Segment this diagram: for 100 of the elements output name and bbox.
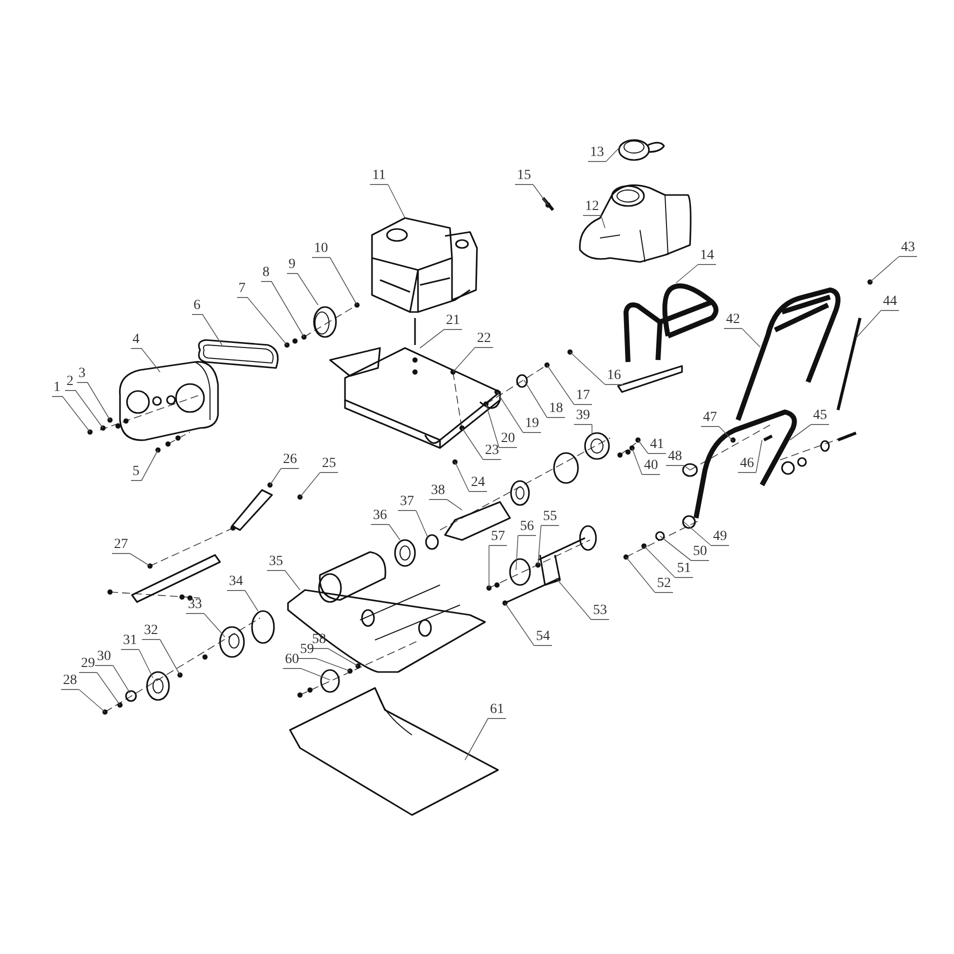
callout-number: 4 [130,332,142,349]
callout-number: 57 [489,529,507,546]
callout-number: 55 [541,509,559,526]
callout-number: 20 [499,431,517,448]
callout-number: 51 [675,561,693,578]
callout-number: 61 [488,702,506,719]
leader-line [202,314,222,346]
leader-line [452,347,476,372]
leader-line [756,440,762,473]
callout-number: 40 [642,458,660,475]
leader-line [538,525,542,566]
callout-number: 26 [281,452,299,469]
leader-line [300,472,320,498]
callout-number: 46 [738,456,756,473]
leader-line [328,648,358,666]
leader-line [504,602,534,646]
leader-line [446,499,462,510]
leader-line [870,256,900,282]
leader-line [96,672,120,706]
callout-number: 49 [711,529,729,546]
leader-line [556,578,592,620]
leader-line [271,281,304,338]
callout-number: 43 [899,240,917,257]
leader-line [300,668,330,680]
callout-number: 2 [64,374,76,391]
leader-line [204,613,226,638]
callout-number: 27 [112,537,130,554]
callout-number: 7 [236,281,248,298]
leader-line [160,639,180,676]
leader-line [138,649,154,678]
callout-number: 11 [370,168,388,185]
leader-line [684,522,712,546]
leader-line [388,524,400,540]
callout-number: 48 [666,449,684,466]
leader-line [718,426,734,442]
callout-number: 9 [286,257,298,274]
leader-line [62,396,90,432]
callout-number: 54 [534,629,552,646]
leader-line [660,536,692,561]
leader-line [524,380,548,418]
leader-line [330,257,358,306]
leader-line [626,556,656,593]
callout-number: 53 [591,603,609,620]
leader-line [462,428,484,460]
callout-number: 13 [588,145,606,162]
callout-number: 56 [518,519,536,536]
callout-number: 33 [186,597,204,614]
leader-line [247,297,288,346]
leader-line [454,462,470,492]
leader-line [606,146,620,162]
callout-number: 12 [583,199,601,216]
callout-number: 28 [61,673,79,690]
callout-number: 5 [130,464,142,481]
leader-line [416,510,428,538]
callout-number: 18 [547,401,565,418]
leader-line [600,215,606,228]
callout-number: 59 [298,642,316,659]
callout-number: 23 [483,443,501,460]
callout-number: 44 [881,294,899,311]
callout-number: 30 [95,649,113,666]
leader-line [486,404,500,448]
leader-line [856,310,882,338]
callout-number: 37 [398,494,416,511]
leader-line [632,448,642,475]
leader-line [644,546,676,578]
leader-line [420,329,444,348]
leader-line [684,465,690,470]
callout-number: 21 [444,313,462,330]
leader-line [790,424,812,440]
leader-line [546,364,574,405]
leader-line [75,390,104,428]
leader-line [141,348,160,372]
callout-number: 22 [475,331,493,348]
leader-line [638,440,648,454]
callout-number: 14 [698,248,716,265]
leader-line [570,352,606,385]
leader-line [87,382,110,420]
callout-number: 19 [523,416,541,433]
callout-number: 1 [52,380,62,397]
leader-line [284,570,300,590]
callout-number: 39 [574,408,592,425]
callout-number: 3 [76,366,88,383]
leader-line [112,665,130,694]
callout-number: 41 [648,437,666,454]
callout-number: 17 [574,388,592,405]
callout-number: 38 [429,483,447,500]
leader-line [676,264,698,284]
callout-number: 60 [283,652,301,669]
leader-line [464,718,488,760]
leader-line [532,184,548,206]
leader-line [316,658,350,672]
callout-number: 50 [691,544,709,561]
callout-number: 29 [79,656,97,673]
leader-line [78,689,106,712]
callout-number: 32 [142,623,160,640]
leader-line [488,545,490,588]
leader-line [141,450,158,481]
callout-number: 35 [267,554,285,571]
leader-line [297,273,318,306]
callout-number: 15 [515,168,533,185]
